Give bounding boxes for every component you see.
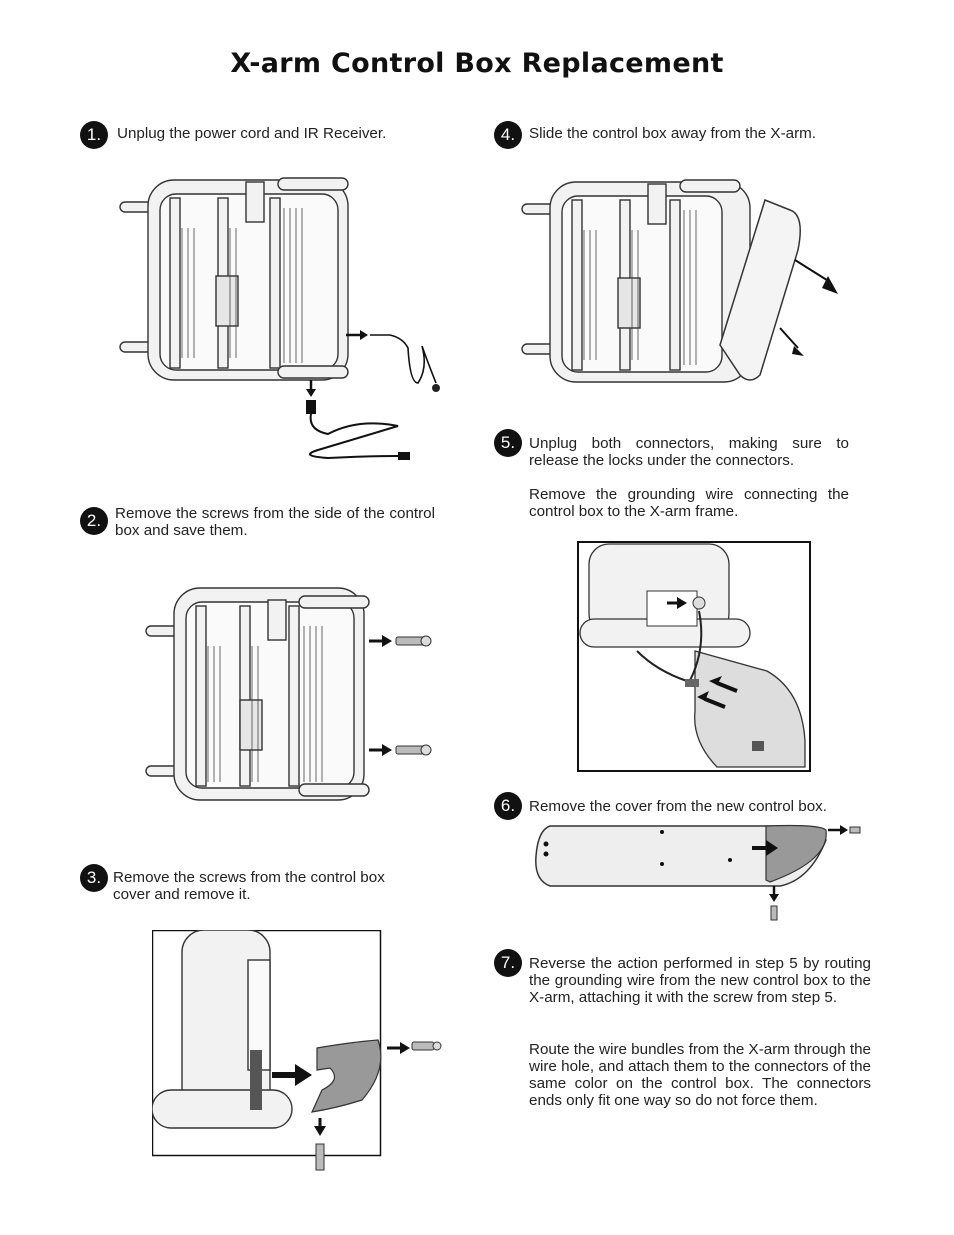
step-3-illustration — [152, 930, 444, 1180]
step-5-illustration — [577, 541, 811, 772]
step-2-illustration — [144, 586, 444, 806]
step-3-number: 3. — [80, 864, 108, 892]
step-6-illustration — [530, 820, 870, 924]
step-1-number: 1. — [80, 121, 108, 149]
step-6-number: 6. — [494, 792, 522, 820]
step-5-text: Unplug both connectors, making sure to r… — [529, 435, 849, 469]
step-7-text-2: Route the wire bundles from the X-arm th… — [529, 1041, 871, 1109]
step-7-number: 7. — [494, 949, 522, 977]
step-5-text-2: Remove the grounding wire connecting the… — [529, 486, 849, 520]
step-1-illustration — [118, 168, 448, 468]
step-4-illustration — [520, 170, 850, 390]
step-6-text: Remove the cover from the new control bo… — [529, 798, 827, 815]
step-2-text: Remove the screws from the side of the c… — [115, 505, 435, 539]
step-1-text: Unplug the power cord and IR Receiver. — [117, 125, 387, 142]
step-7-text: Reverse the action performed in step 5 b… — [529, 955, 871, 1006]
step-5-number: 5. — [494, 429, 522, 457]
step-4-text: Slide the control box away from the X-ar… — [529, 125, 816, 142]
step-4-number: 4. — [494, 121, 522, 149]
step-2-number: 2. — [80, 507, 108, 535]
step-3-text: Remove the screws from the control box c… — [113, 869, 385, 903]
page-title: X-arm Control Box Replacement — [230, 48, 724, 79]
